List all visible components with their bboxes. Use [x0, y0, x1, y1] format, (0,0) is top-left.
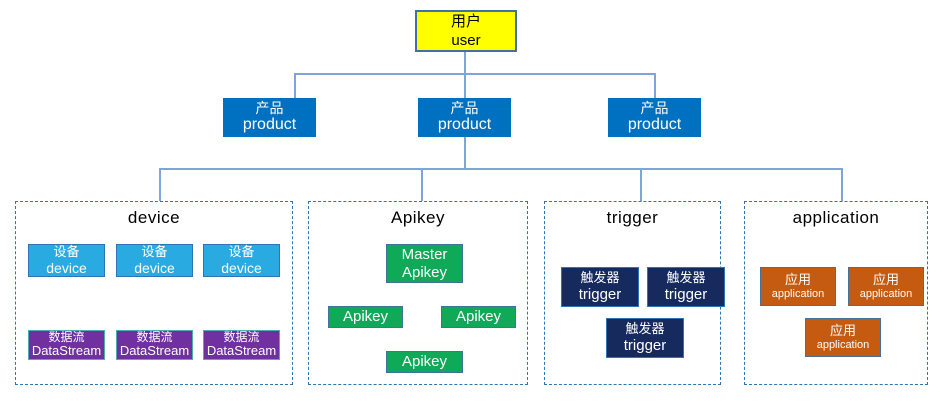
product-node-2: 产品 product: [418, 98, 511, 137]
application-group-title: application: [792, 208, 880, 227]
master-apikey-label-line1: Master: [401, 246, 448, 264]
apikey-node-2: Apikey: [441, 306, 516, 328]
apikey-node-1: Apikey: [328, 306, 403, 328]
trigger-node-3: 触发器 trigger: [606, 318, 684, 358]
datastream-node-1: 数据流 DataStream: [28, 330, 105, 360]
trigger-node-label-zh: 触发器: [580, 269, 620, 285]
application-node-label-en: application: [859, 287, 913, 300]
trigger-node-label-zh: 触发器: [625, 320, 665, 336]
apikey-node-label: Apikey: [455, 308, 502, 326]
product-node-label-zh: 产品: [450, 100, 479, 117]
connector-application-group-drop: [841, 168, 843, 202]
apikey-node-3: Apikey: [386, 351, 463, 373]
datastream-node-label-en: DataStream: [206, 343, 277, 359]
connector-product1-drop: [294, 73, 296, 98]
trigger-node-1: 触发器 trigger: [561, 267, 639, 307]
trigger-node-label-en: trigger: [578, 285, 622, 303]
device-node-label-zh: 设备: [228, 243, 255, 259]
user-node-label-zh: 用户: [450, 13, 481, 30]
application-node-2: 应用 application: [848, 267, 924, 306]
product-node-label-zh: 产品: [640, 100, 669, 117]
product-node-label-en: product: [242, 116, 297, 134]
apikey-group-title: Apikey: [390, 208, 446, 227]
user-node-label-en: user: [451, 32, 481, 49]
device-node-label-en: device: [134, 259, 175, 276]
device-node-2: 设备 device: [116, 244, 193, 277]
apikey-node-label: Apikey: [342, 308, 389, 326]
application-node-label-zh: 应用: [872, 271, 899, 287]
connector-user-vertical: [464, 52, 466, 98]
device-node-label-en: device: [221, 259, 262, 276]
datastream-node-label-zh: 数据流: [136, 329, 173, 344]
master-apikey-node: Master Apikey: [386, 244, 463, 283]
datastream-node-2: 数据流 DataStream: [116, 330, 193, 360]
device-node-label-zh: 设备: [141, 243, 168, 259]
master-apikey-label-line2: Apikey: [401, 263, 448, 281]
connector-device-group-drop: [159, 168, 161, 202]
device-node-label-zh: 设备: [53, 243, 80, 259]
application-node-label-zh: 应用: [829, 322, 856, 338]
datastream-node-label-en: DataStream: [119, 343, 190, 359]
trigger-node-label-en: trigger: [664, 285, 708, 303]
product-node-1: 产品 product: [223, 98, 316, 137]
trigger-node-2: 触发器 trigger: [647, 267, 725, 307]
device-node-1: 设备 device: [28, 244, 105, 277]
product-node-3: 产品 product: [608, 98, 701, 137]
application-node-label-en: application: [816, 338, 870, 351]
datastream-node-label-zh: 数据流: [48, 329, 85, 344]
device-group-title: device: [127, 208, 181, 227]
connector-product3-drop: [654, 73, 656, 98]
connector-product2-vertical: [464, 137, 466, 170]
connector-groups-horizontal: [159, 168, 843, 170]
application-node-3: 应用 application: [805, 318, 881, 357]
device-node-3: 设备 device: [203, 244, 280, 277]
connector-apikey-group-drop: [421, 168, 423, 202]
trigger-node-label-en: trigger: [623, 336, 667, 354]
product-node-label-en: product: [437, 116, 492, 134]
apikey-node-label: Apikey: [401, 353, 448, 371]
user-node: 用户 user: [415, 10, 517, 52]
application-node-label-zh: 应用: [784, 271, 811, 287]
datastream-node-3: 数据流 DataStream: [203, 330, 280, 360]
device-node-label-en: device: [46, 259, 87, 276]
application-node-label-en: application: [771, 287, 825, 300]
trigger-node-label-zh: 触发器: [666, 269, 706, 285]
product-node-label-en: product: [627, 116, 682, 134]
connector-trigger-group-drop: [640, 168, 642, 202]
trigger-group-title: trigger: [606, 208, 659, 227]
datastream-node-label-en: DataStream: [31, 343, 102, 359]
product-node-label-zh: 产品: [255, 100, 284, 117]
application-node-1: 应用 application: [760, 267, 836, 306]
datastream-node-label-zh: 数据流: [223, 329, 260, 344]
connector-products-horizontal: [294, 73, 656, 75]
